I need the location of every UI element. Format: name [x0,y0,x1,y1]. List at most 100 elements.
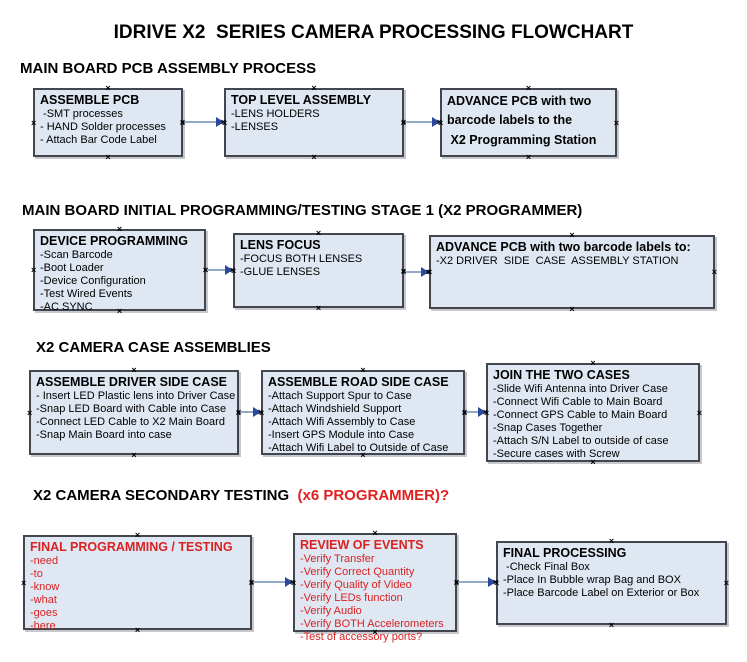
connection-point-icon: × [372,627,378,637]
flow-box-item: -Snap Cases Together [493,422,603,435]
connection-point-icon: × [289,577,295,587]
connection-point-icon: × [400,265,406,276]
flow-box-item: -AC SYNC [40,301,93,314]
connection-point-icon: × [257,407,263,417]
flow-box-item: -Device Configuration [40,275,146,288]
arrow-head-icon [432,117,440,127]
connection-point-icon: × [259,407,265,418]
connection-point-icon: × [116,306,123,316]
arrow-head-icon [225,265,233,275]
flow-box-item: -SMT processes [40,108,123,121]
flow-box-item: -X2 DRIVER SIDE CASE ASSEMBLY STATION [436,255,679,268]
section-heading-pcb-assembly: MAIN BOARD PCB ASSEMBLY PROCESS [20,60,317,77]
connection-point-icon: × [454,577,460,587]
flow-box-item: -Snap LED Board with Cable into Case [36,403,227,416]
connection-point-icon: × [116,224,123,234]
connection-point-icon: × [229,265,235,275]
section-heading-secondary-testing: X2 CAMERA SECONDARY TESTING (x6 PROGRAMM… [33,487,449,504]
box-assemble-pcb: × × × × ASSEMBLE PCB -SMT processes- HAN… [31,84,185,162]
connection-point-icon: × [453,577,459,588]
box-item-list: -Attach Support Spur to Case-Attach Wind… [268,390,460,455]
box-title: REVIEW OF EVENTS [300,538,424,552]
connection-point-icon: × [236,407,242,417]
connection-point-icon: × [231,265,237,276]
flow-box-item: -Verify BOTH Accelerometers [300,618,444,631]
arrow-line [253,581,287,583]
box-title: ADVANCE PCB with two barcode labels to t… [447,94,597,147]
connection-point-icon: × [401,117,407,127]
box-item-list: -Slide Wifi Antenna into Driver Case-Con… [493,383,695,461]
connection-point-icon: × [482,407,488,417]
connection-point-icon: × [696,407,702,418]
connection-point-icon: × [248,577,254,588]
box-assemble-driver-side-case: × × × × ASSEMBLE DRIVER SIDE CASE - Inse… [27,366,241,460]
section-heading-case-assemblies: X2 CAMERA CASE ASSEMBLIES [36,339,271,356]
arrow-line [466,411,480,413]
flow-box-item: -Verify Quality of Video [300,579,412,592]
flow-box-item: -Boot Loader [40,262,104,275]
connection-point-icon: × [590,457,596,467]
flow-box-item: -Attach Wifi Label to Outside of Case [268,442,449,455]
connection-point-icon: × [401,267,407,277]
arrow-head-icon [478,407,486,417]
flow-box-item: -FOCUS BOTH LENSES [240,253,363,266]
connection-point-icon: × [311,83,317,93]
flow-box-item: -LENSES [231,121,279,134]
box-title: JOIN THE TWO CASES [493,368,630,382]
connection-point-icon: × [723,578,729,588]
heading-red-text: (x6 PROGRAMMER)? [297,487,450,504]
connection-point-icon: × [608,536,615,546]
flow-box-item: -Scan Barcode [40,249,113,262]
flow-box-item: -Verify Audio [300,605,362,618]
flow-box-item: -Place Barcode Label on Exterior or Box [503,587,700,600]
connection-point-icon: × [400,117,406,128]
arrow-head-icon [253,407,261,417]
connection-point-icon: × [179,117,185,128]
connection-point-icon: × [134,530,141,540]
flow-box-item: -Test Wired Events [40,288,133,301]
connection-point-icon: × [569,230,575,240]
flow-box-item: -Connect LED Cable to X2 Main Board [36,416,225,429]
section-heading-initial-programming: MAIN BOARD INITIAL PROGRAMMING/TESTING S… [22,202,583,219]
connection-point-icon: × [484,407,490,418]
flow-box-item: -need [30,555,59,568]
flow-arrow: × × [401,117,442,127]
flow-box-item: -Attach Support Spur to Case [268,390,412,403]
flow-arrow: × × [249,577,295,587]
connection-point-icon: × [235,407,241,418]
box-item-list: -FOCUS BOTH LENSES-GLUE LENSES [240,253,399,279]
box-item-list: -need-to-know-what-goes-here [30,555,247,633]
flow-arrow: × × [401,267,431,277]
flow-arrow: × × [454,577,498,587]
flow-box-item: -Snap Main Board into case [36,429,172,442]
heading-black-text: X2 CAMERA SECONDARY TESTING [33,487,298,504]
arrow-head-icon [285,577,293,587]
connection-point-icon: × [436,117,442,127]
connection-point-icon: × [27,407,33,418]
flow-box-item: -Slide Wifi Antenna into Driver Case [493,383,668,396]
box-item-list: -Check Final Box-Place In Bubble wrap Ba… [503,561,722,600]
box-title: FINAL PROCESSING [503,546,627,560]
connection-point-icon: × [249,577,255,587]
connection-point-icon: × [315,228,322,238]
flow-box-item: -goes [30,607,58,620]
connection-point-icon: × [525,83,532,93]
box-item-list: -Verify Transfer-Verify Correct Quantity… [300,553,452,644]
arrow-line [458,581,490,583]
arrow-line [405,271,423,273]
arrow-line [405,121,434,123]
box-lens-focus: × × × × LENS FOCUS -FOCUS BOTH LENSES-GL… [231,228,406,313]
box-item-list: - Insert LED Plastic lens into Driver Ca… [36,390,235,442]
box-assemble-road-side-case: × × × × ASSEMBLE ROAD SIDE CASE -Attach … [259,366,467,460]
flow-box-item: -Verify LEDs function [300,592,403,605]
arrow-line [207,269,227,271]
connection-point-icon: × [131,450,137,460]
flow-box-item: -Insert GPS Module into Case [268,429,415,442]
flow-box-item: -Place In Bubble wrap Bag and BOX [503,574,681,587]
flow-arrow: × × [462,407,488,417]
connection-point-icon: × [31,117,37,128]
box-title: LENS FOCUS [240,238,321,252]
connection-point-icon: × [311,152,317,162]
box-final-programming-testing: × × × × FINAL PROGRAMMING / TESTING -nee… [21,530,254,635]
